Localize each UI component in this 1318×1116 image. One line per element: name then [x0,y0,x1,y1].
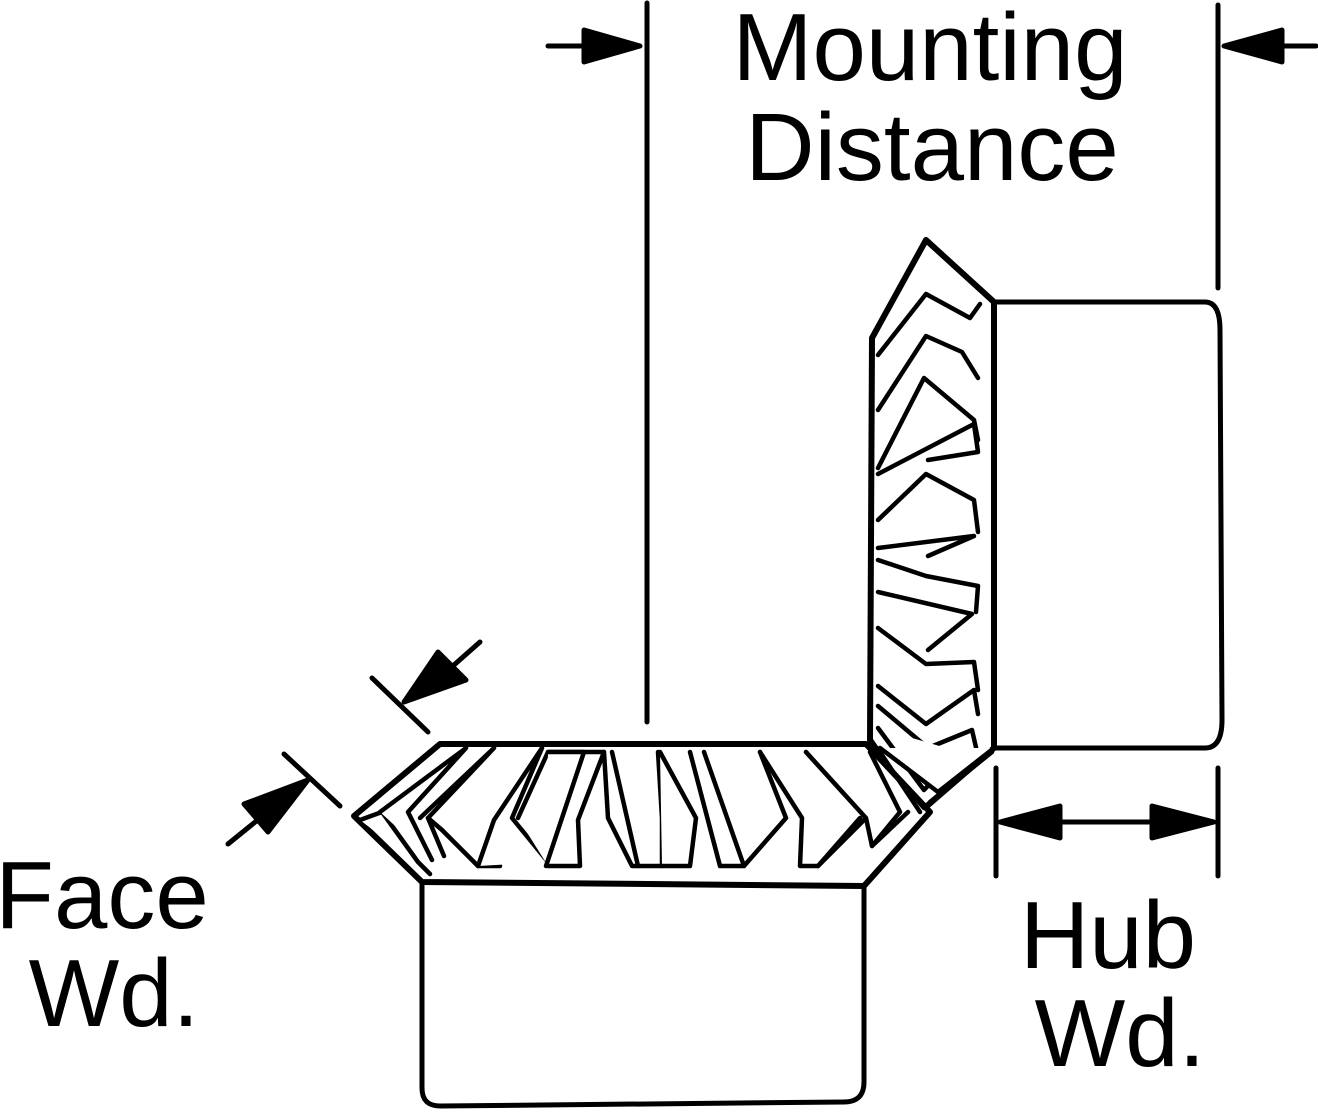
vertical-gear-teeth [875,291,997,805]
face-width-dimension [225,639,483,847]
horizontal-gear-teeth [357,745,927,877]
vertical-gear-hub [991,299,1225,751]
mounting-distance-dimension [545,0,1318,725]
vertical-bevel-gear [867,237,1225,815]
mounting-arrow-left [545,27,643,65]
hub-arrow-left [997,803,1063,841]
face-width-label-line2: Wd. [29,940,200,1047]
mounting-distance-label-line2: Distance [745,94,1119,201]
mounting-arrow-right [1221,27,1318,65]
hub-width-dimension [993,765,1221,879]
face-extension-line-outer [281,751,343,809]
hub-width-label-line2: Wd. [1035,980,1206,1087]
horizontal-gear-hub [419,879,867,1109]
hub-width-label-line1: Hub [1020,882,1196,989]
mounting-distance-label-line1: Mounting [733,0,1128,101]
hub-arrow-right [1149,803,1217,841]
face-arrow-lower [225,777,311,847]
face-arrow-upper [401,639,483,705]
face-width-label-line1: Face [0,842,209,949]
face-extension-line-inner [369,675,431,735]
horizontal-bevel-gear [351,741,933,1109]
